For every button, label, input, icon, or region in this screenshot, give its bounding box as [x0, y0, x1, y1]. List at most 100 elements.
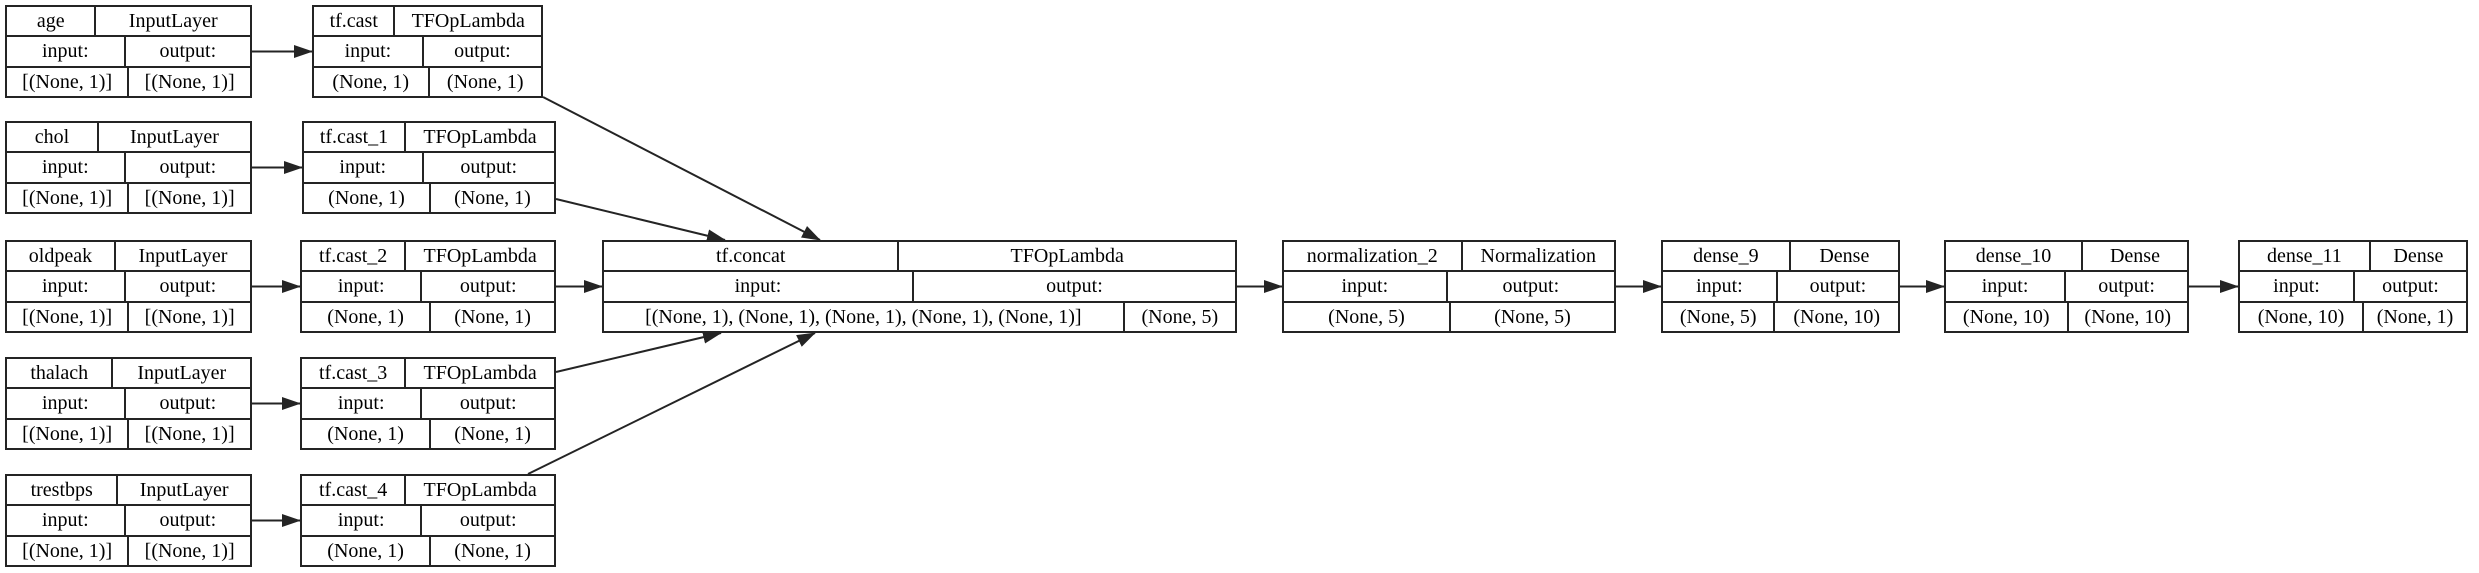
node-row: [(None, 1)][(None, 1)]	[7, 300, 250, 331]
output-label: output:	[123, 389, 250, 418]
node-row: (None, 10)(None, 1)	[2240, 300, 2466, 331]
input-label: input:	[337, 509, 385, 532]
input-shape: [(None, 1)]	[22, 422, 113, 445]
node-row: input: output:	[7, 35, 250, 66]
layer-node-tf_cast_1: tf.cast_1 TFOpLambda input: output:(None, 1…	[302, 121, 556, 214]
input-label: input:	[2273, 275, 2320, 298]
node-row: (None, 1)(None, 1)	[304, 181, 554, 212]
output-shape: [(None, 1)]	[127, 419, 250, 448]
output-shape: (None, 10)	[1773, 302, 1898, 331]
input-label: input:	[1981, 275, 2029, 298]
node-row: (None, 1)(None, 1)	[302, 417, 554, 448]
node-row: [(None, 1)][(None, 1)]	[7, 65, 250, 96]
layer-name: dense_11	[2267, 245, 2342, 268]
layer-class: TFOpLambda	[404, 242, 554, 271]
node-row: tf.concat TFOpLambda	[604, 242, 1235, 271]
input-label: input:	[1341, 275, 1389, 298]
node-row: (None, 1)(None, 1)	[314, 65, 541, 96]
node-row: age InputLayer	[7, 7, 250, 36]
input-label: input:	[41, 275, 89, 298]
output-shape: (None, 1)	[429, 183, 554, 212]
node-row: [(None, 1)][(None, 1)]	[7, 534, 250, 565]
layer-class: InputLayer	[94, 7, 250, 36]
node-row: [(None, 1)][(None, 1)]	[7, 181, 250, 212]
node-row: input:output:	[1284, 270, 1614, 301]
output-label: output:	[123, 37, 250, 66]
output-shape: (None, 1)	[429, 302, 554, 331]
output-label: output:	[421, 37, 541, 66]
output-shape: [(None, 1)]	[127, 302, 250, 331]
node-row: input:output:	[302, 387, 554, 418]
edge-tf_cast_4-to-tf_concat	[527, 332, 816, 475]
node-row: (None, 5)(None, 10)	[1663, 300, 1898, 331]
node-row: input:output:	[302, 270, 554, 301]
output-label: output:	[2353, 272, 2466, 301]
node-row: tf.cast_4 TFOpLambda	[302, 476, 554, 505]
input-label: input:	[41, 40, 89, 63]
node-row: input: output:	[304, 151, 555, 182]
node-row: dense_9 Dense	[1663, 242, 1898, 271]
layer-class: TFOpLambda	[404, 476, 554, 505]
output-label: output:	[123, 506, 250, 535]
edge-tf_cast_3-to-tf_concat	[555, 330, 722, 373]
layer-class: Dense	[1788, 242, 1898, 271]
edge-tf_cast_1-to-tf_concat	[555, 198, 726, 243]
edge-tf_cast-to-tf_concat	[542, 96, 821, 241]
output-label: output:	[911, 272, 1235, 301]
output-label: output:	[420, 389, 554, 418]
input-label: input:	[339, 156, 387, 179]
layer-class: TFOpLambda	[404, 123, 554, 152]
layer-name: chol	[34, 126, 70, 149]
input-shape: (None, 10)	[1962, 305, 2050, 328]
layer-class: TFOpLambda	[897, 242, 1235, 271]
output-shape: (None, 10)	[2066, 302, 2188, 331]
node-row: (None, 1)(None, 1)	[302, 534, 554, 565]
input-label: input:	[41, 509, 89, 532]
layer-name: tf.concat	[716, 245, 786, 268]
input-shape: (None, 1)	[327, 539, 404, 562]
input-label: input:	[734, 275, 782, 298]
node-row: input:output:	[1946, 270, 2187, 301]
output-label: output:	[421, 153, 555, 182]
layer-class: TFOpLambda	[393, 7, 541, 36]
input-shape: [(None, 1)]	[22, 70, 113, 93]
layer-name: tf.cast_4	[318, 479, 388, 502]
input-label: input:	[344, 40, 392, 63]
output-shape: (None, 1)	[429, 419, 554, 448]
node-row: input:output:	[7, 387, 250, 418]
layer-name: normalization_2	[1306, 245, 1438, 268]
layer-name: tf.cast_1	[319, 126, 389, 149]
output-shape: [(None, 1)]	[127, 536, 250, 565]
layer-name: dense_9	[1693, 245, 1759, 268]
node-row: tf.cast_1 TFOpLambda	[304, 123, 554, 152]
output-label: output:	[123, 153, 250, 182]
input-shape: (None, 1)	[327, 305, 404, 328]
node-row: input:output:	[7, 151, 250, 182]
output-shape: (None, 1)	[2362, 302, 2466, 331]
node-row: (None, 10) (None, 10)	[1946, 300, 2188, 331]
node-row: input:output:	[1663, 270, 1898, 301]
layer-name: age	[36, 10, 65, 33]
input-shape: (None, 1)	[332, 70, 410, 93]
layer-name: thalach	[30, 362, 89, 385]
node-row: input:output:	[302, 504, 554, 535]
layer-class: TFOpLambda	[404, 359, 554, 388]
node-row: [(None, 1), (None, 1), (None, 1), (None,…	[604, 300, 1235, 331]
input-shape: (None, 5)	[1328, 305, 1405, 328]
layer-name: oldpeak	[28, 245, 93, 268]
